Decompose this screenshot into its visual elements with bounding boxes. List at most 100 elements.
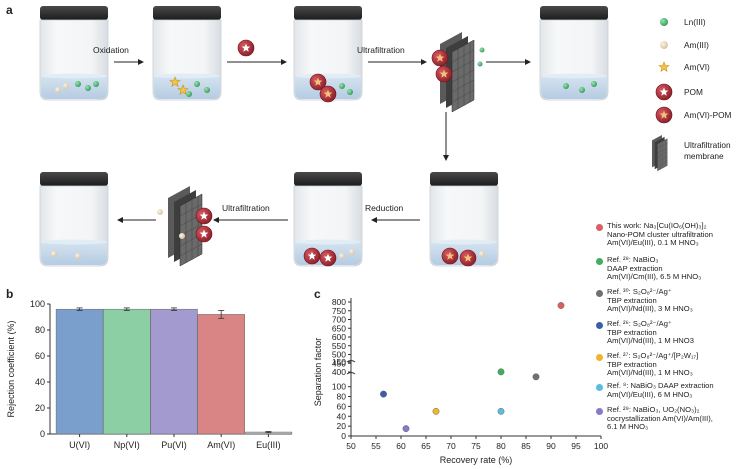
y-tick-label: 0 <box>341 431 346 441</box>
y-tick-label: 80 <box>337 392 347 402</box>
separation-scatter-chart: 0204060801001508007507006506005505004504… <box>313 297 608 465</box>
legend-entry-text: Ref. ²⁷: S₂O₈²⁻/Ag⁺/[P₂W₁₇]TBP extractio… <box>607 351 699 378</box>
legend-line: Am(VI)/Eu(III), 0.1 M HNO₃ <box>607 238 699 248</box>
y-tick-label: 150 <box>332 357 346 367</box>
legend-am6-label: Am(VI) <box>684 62 710 72</box>
x-tick-label: 65 <box>421 441 431 451</box>
legend-dot-icon <box>596 258 603 265</box>
x-tick-label: 100 <box>594 441 608 451</box>
data-point-3 <box>532 373 540 381</box>
data-point-7 <box>402 425 410 433</box>
y-tick-label: 60 <box>337 401 347 411</box>
y-axis-label: Rejection coefficient (%) <box>6 321 16 418</box>
step-oxidation: Oxidation <box>93 45 129 55</box>
legend-pom-label: POM <box>684 87 703 97</box>
y-tick-label: 40 <box>337 411 347 421</box>
legend-line: TBP extraction <box>607 359 657 369</box>
y-tick-label: 450 <box>332 358 346 368</box>
legend-line: Am(VI)/Nd(III), 1 M HNO₃ <box>607 368 693 378</box>
x-tick-label: 55 <box>371 441 381 451</box>
legend-line: cocrystallization Am(VI)/Am(III), <box>607 413 713 423</box>
legend-am3-icon <box>660 41 668 49</box>
bar-Np(VI) <box>103 308 151 435</box>
legend-entry-5: Ref. ²⁷: S₂O₈²⁻/Ag⁺/[P₂W₁₇]TBP extractio… <box>596 351 699 378</box>
y-tick-label: 20 <box>337 421 347 431</box>
jar-7 <box>429 171 499 267</box>
legend-membrane-label: Ultrafiltration membrane <box>684 140 731 162</box>
legend-membrane-line2: membrane <box>684 151 724 161</box>
y-tick-label: 600 <box>332 332 346 342</box>
data-point-4 <box>380 390 387 398</box>
x-tick-label: Eu(III) <box>256 440 281 450</box>
legend-line: DAAP extraction <box>607 263 663 273</box>
legend-pom-icon <box>655 83 673 101</box>
y-tick-label: 650 <box>332 323 346 333</box>
jar-5 <box>39 171 109 267</box>
jar-1 <box>39 5 109 101</box>
panel-c-label: c <box>314 287 321 301</box>
y-tick-label: 80 <box>35 325 45 335</box>
y-tick-label: 550 <box>332 341 346 351</box>
membrane-bottom <box>157 185 213 267</box>
x-tick-label: Pu(VI) <box>161 440 187 450</box>
legend-membrane-icon <box>651 134 668 172</box>
panel-a-diagram <box>39 5 673 267</box>
legend-dot-icon <box>596 290 603 297</box>
x-tick-label: 50 <box>346 441 356 451</box>
legend-ln-icon <box>660 18 668 26</box>
legend-line: Nano-POM cluster ultrafiltration <box>607 229 713 239</box>
y-tick-label: 750 <box>332 306 346 316</box>
step-ultrafiltration-top: Ultrafiltration <box>357 45 405 55</box>
x-tick-label: 60 <box>396 441 406 451</box>
legend-dot-icon <box>596 384 603 391</box>
jar-4 <box>539 5 609 101</box>
legend-line: TBP extraction <box>607 327 657 337</box>
data-point-6 <box>497 407 505 415</box>
x-axis-label: Recovery rate (%) <box>440 455 513 465</box>
legend-dot-icon <box>596 354 603 361</box>
x-tick-label: 95 <box>571 441 581 451</box>
y-tick-label: 100 <box>30 299 45 309</box>
legend-line: Am(VI)/Nd(III), 1 M HNO3 <box>607 336 694 346</box>
data-point-1 <box>557 302 565 309</box>
legend-line: Ref. ²⁷: S₂O₈²⁻/Ag⁺/[P₂W₁₇] <box>607 351 699 360</box>
y-tick-label: 400 <box>332 367 346 377</box>
x-tick-label: 80 <box>496 441 506 451</box>
y-tick-label: 0 <box>40 429 45 439</box>
jar-6 <box>293 171 363 267</box>
y-tick-label: 40 <box>35 377 45 387</box>
legend-ln-label: Ln(III) <box>684 17 706 27</box>
y-tick-label: 100 <box>332 382 346 392</box>
legend-line: Ref. ²⁸: NaBiO₃ <box>607 255 659 264</box>
legend-am6-icon <box>658 61 670 72</box>
legend-dot-icon <box>596 322 603 329</box>
x-tick-label: Am(VI) <box>207 440 235 450</box>
x-tick-label: 90 <box>546 441 556 451</box>
data-point-5 <box>432 407 440 415</box>
legend-membrane-line1: Ultrafiltration <box>684 140 731 150</box>
legend-line: Ref. ²⁶: S₂O₈²⁻/Ag⁺ <box>607 319 672 328</box>
jar-3 <box>293 5 363 103</box>
panel-b-label: b <box>6 287 14 301</box>
data-point-2 <box>497 368 505 376</box>
jar-2 <box>152 5 222 101</box>
legend-line: 6.1 M HNO₃ <box>607 422 649 432</box>
legend-line: Am(VI)/Cm(III), 6.5 M HNO₃ <box>607 272 702 282</box>
y-tick-label: 700 <box>332 315 346 325</box>
y-axis-label: Separation factor <box>313 338 323 407</box>
bar-Pu(VI) <box>150 308 198 435</box>
membrane-top <box>431 31 485 113</box>
x-tick-label: 85 <box>521 441 531 451</box>
legend-dot-icon <box>596 224 603 231</box>
y-tick-label: 60 <box>35 351 45 361</box>
